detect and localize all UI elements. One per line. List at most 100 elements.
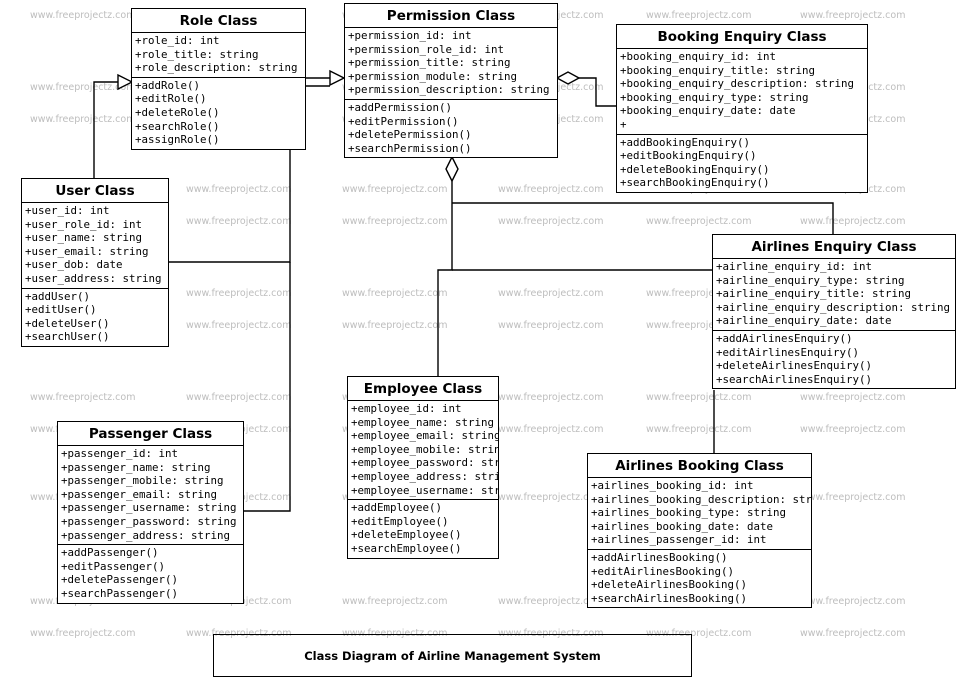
class-attribute: +airline_enquiry_description: string bbox=[716, 300, 951, 314]
watermark-text: www.freeprojectz.com bbox=[342, 596, 448, 607]
class-method: +editPassenger() bbox=[61, 559, 166, 573]
method-section: +addPermission()+editPermission()+delete… bbox=[345, 98, 557, 157]
watermark-text: www.freeprojectz.com bbox=[498, 216, 604, 227]
watermark-text: www.freeprojectz.com bbox=[30, 82, 136, 93]
class-method: +searchPassenger() bbox=[61, 586, 179, 600]
class-attribute: +permission_description: string bbox=[348, 83, 550, 97]
class-method: +addAirlinesBooking() bbox=[591, 550, 728, 564]
edge-permission-airlines-enquiry bbox=[452, 202, 834, 234]
watermark-text: www.freeprojectz.com bbox=[30, 114, 136, 125]
class-box-passenger[interactable]: Passenger Class+passenger_id: int+passen… bbox=[57, 421, 244, 604]
aggregation-diamond-booking-enquiry bbox=[555, 71, 581, 85]
method-section: +addAirlinesEnquiry()+editAirlinesEnquir… bbox=[713, 329, 955, 388]
class-method: +editBookingEnquiry() bbox=[620, 149, 757, 163]
attribute-section: +airline_enquiry_id: int+airline_enquiry… bbox=[713, 259, 955, 330]
class-title: Permission Class bbox=[345, 4, 557, 28]
class-method: +addPermission() bbox=[348, 100, 453, 114]
class-attribute: +user_name: string bbox=[25, 231, 143, 245]
class-attribute: +airline_enquiry_id: int bbox=[716, 260, 873, 273]
class-attribute: +passenger_username: string bbox=[61, 501, 237, 515]
class-attribute: +employee_password: string bbox=[351, 456, 499, 470]
class-method: +deleteEmployee() bbox=[351, 528, 462, 542]
method-section: +addPassenger()+editPassenger()+deletePa… bbox=[58, 544, 243, 602]
watermark-text: www.freeprojectz.com bbox=[646, 320, 752, 331]
watermark-text: www.freeprojectz.com bbox=[186, 184, 292, 195]
class-attribute: +role_description: string bbox=[135, 61, 298, 75]
edge-user-role bbox=[93, 81, 118, 178]
class-attribute: +role_title: string bbox=[135, 47, 259, 61]
class-method: +searchBookingEnquiry() bbox=[620, 176, 770, 190]
watermark-text: www.freeprojectz.com bbox=[498, 320, 604, 331]
class-attribute: +passenger_id: int bbox=[61, 447, 179, 460]
class-attribute: +airlines_booking_id: int bbox=[591, 479, 754, 492]
class-box-booking-enquiry[interactable]: Booking Enquiry Class+booking_enquiry_id… bbox=[616, 24, 868, 193]
class-attribute: +user_email: string bbox=[25, 244, 149, 258]
watermark-text: www.freeprojectz.com bbox=[498, 288, 604, 299]
edge-permission-employee bbox=[437, 181, 453, 376]
watermark-text: www.freeprojectz.com bbox=[498, 184, 604, 195]
watermark-text: www.freeprojectz.com bbox=[646, 392, 752, 403]
class-box-user[interactable]: User Class+user_id: int+user_role_id: in… bbox=[21, 178, 169, 347]
method-section: +addEmployee()+editEmployee()+deleteEmpl… bbox=[348, 499, 498, 557]
class-title: Airlines Booking Class bbox=[588, 454, 811, 478]
class-attribute: +permission_title: string bbox=[348, 56, 511, 70]
class-attribute: +booking_enquiry_id: int bbox=[620, 50, 777, 63]
class-attribute: +passenger_password: string bbox=[61, 514, 237, 528]
class-attribute: +role_id: int bbox=[135, 34, 220, 47]
class-attribute: +permission_role_id: int bbox=[348, 42, 505, 56]
attribute-section: +airlines_booking_id: int+airlines_booki… bbox=[588, 478, 811, 549]
class-method: +addBookingEnquiry() bbox=[620, 135, 751, 149]
watermark-text: www.freeprojectz.com bbox=[30, 10, 136, 21]
class-box-role[interactable]: Role Class+role_id: int+role_title: stri… bbox=[131, 8, 306, 150]
class-method: +addAirlinesEnquiry() bbox=[716, 331, 853, 345]
class-method: +searchUser() bbox=[25, 330, 110, 344]
watermark-text: www.freeprojectz.com bbox=[498, 492, 604, 503]
method-section: +addUser()+editUser()+deleteUser()+searc… bbox=[22, 287, 168, 346]
class-attribute: +employee_email: string bbox=[351, 429, 499, 443]
method-section: +addBookingEnquiry()+editBookingEnquiry(… bbox=[617, 133, 867, 192]
class-method: +deleteBookingEnquiry() bbox=[620, 162, 770, 176]
class-attribute: +airlines_passenger_id: int bbox=[591, 533, 767, 547]
class-method: +assignRole() bbox=[135, 133, 220, 147]
method-section: +addAirlinesBooking()+editAirlinesBookin… bbox=[588, 548, 811, 607]
edge-permission-booking-enquiry bbox=[579, 77, 616, 107]
class-attribute: +permission_id: int bbox=[348, 29, 472, 42]
class-title: Employee Class bbox=[348, 377, 498, 401]
class-box-permission[interactable]: Permission Class+permission_id: int+perm… bbox=[344, 3, 558, 159]
class-attribute: +booking_enquiry_date: date bbox=[620, 104, 796, 118]
class-method: +editRole() bbox=[135, 92, 207, 106]
class-method: +deleteAirlinesBooking() bbox=[591, 578, 748, 592]
class-box-airlines-enquiry[interactable]: Airlines Enquiry Class+airline_enquiry_i… bbox=[712, 234, 956, 390]
class-attribute: +employee_name: string bbox=[351, 415, 495, 429]
class-title: User Class bbox=[22, 179, 168, 203]
class-box-employee[interactable]: Employee Class+employee_id: int+employee… bbox=[347, 376, 499, 559]
class-attribute: + bbox=[620, 117, 627, 131]
class-method: +deletePermission() bbox=[348, 128, 472, 142]
class-attribute: +airlines_booking_description: string bbox=[591, 492, 812, 506]
class-method: +editEmployee() bbox=[351, 514, 449, 528]
watermark-text: www.freeprojectz.com bbox=[646, 216, 752, 227]
attribute-section: +booking_enquiry_id: int +booking_enquiry… bbox=[617, 49, 867, 134]
generalization-arrow-user-role bbox=[117, 73, 134, 91]
watermark-text: www.freeprojectz.com bbox=[800, 10, 906, 21]
class-attribute: +airline_enquiry_type: string bbox=[716, 273, 905, 287]
class-method: +editUser() bbox=[25, 303, 97, 317]
watermark-text: www.freeprojectz.com bbox=[498, 424, 604, 435]
generalization-arrow-role-permission bbox=[329, 69, 346, 87]
class-method: +editPermission() bbox=[348, 114, 459, 128]
watermark-text: www.freeprojectz.com bbox=[646, 10, 752, 21]
class-method: +addRole() bbox=[135, 78, 201, 92]
class-method: +deleteUser() bbox=[25, 316, 110, 330]
attribute-section: +passenger_id: int+passenger_name: strin… bbox=[58, 446, 243, 544]
class-attribute: +employee_username: string bbox=[351, 483, 499, 497]
class-attribute: +booking_enquiry_type: string bbox=[620, 90, 809, 104]
watermark-text: www.freeprojectz.com bbox=[498, 596, 604, 607]
class-attribute: +user_dob: date bbox=[25, 258, 123, 272]
class-attribute: +passenger_email: string bbox=[61, 487, 218, 501]
diagram-caption: Class Diagram of Airline Management Syst… bbox=[213, 634, 692, 677]
class-box-airlines-booking[interactable]: Airlines Booking Class+airlines_booking_… bbox=[587, 453, 812, 609]
class-attribute: +passenger_mobile: string bbox=[61, 474, 224, 488]
watermark-text: www.freeprojectz.com bbox=[30, 392, 136, 403]
watermark-text: www.freeprojectz.com bbox=[800, 216, 906, 227]
edge-passenger-permission bbox=[243, 262, 291, 512]
